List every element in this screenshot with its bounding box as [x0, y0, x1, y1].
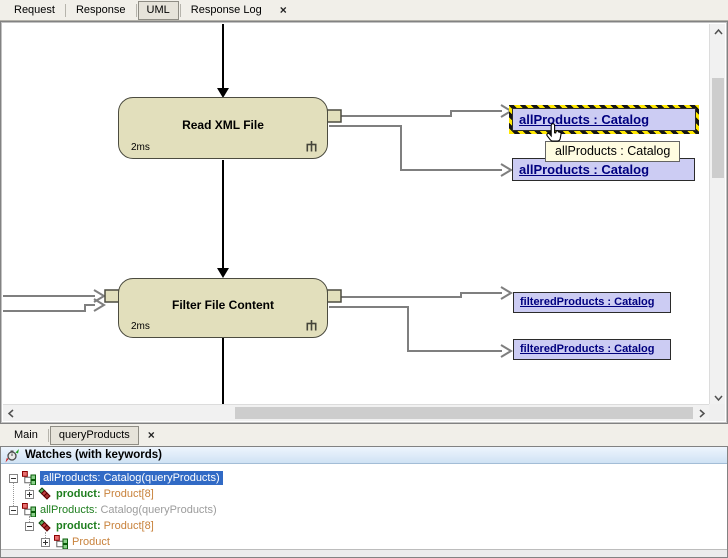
- node-title: Filter File Content: [172, 298, 274, 312]
- node-duration: 2ms: [131, 321, 150, 332]
- hscroll-thumb[interactable]: [235, 407, 693, 419]
- expander-plus-icon[interactable]: [41, 538, 50, 547]
- watches-scrollbar[interactable]: [1, 549, 727, 557]
- tab-main[interactable]: Main: [5, 426, 47, 445]
- selected-watch-text: allProducts:Catalog(queryProducts): [40, 471, 223, 485]
- output-label-filteredproducts-1[interactable]: filteredProducts : Catalog: [513, 292, 671, 313]
- scroll-right-icon[interactable]: [694, 405, 710, 421]
- diagram-viewport[interactable]: Read XML File 2ms Filter File Content 2m…: [3, 24, 710, 406]
- output-label-allproducts-selected[interactable]: allProducts : Catalog: [512, 108, 696, 131]
- tab-separator: [180, 4, 181, 17]
- vscroll-thumb[interactable]: [712, 78, 724, 178]
- output-label-filteredproducts-2[interactable]: filteredProducts : Catalog: [513, 339, 671, 360]
- watch-row-product-1[interactable]: product:Product[8]: [1, 486, 727, 502]
- tooltip: allProducts : Catalog: [545, 141, 680, 162]
- tab-response[interactable]: Response: [67, 1, 135, 20]
- node-read-xml-file[interactable]: Read XML File 2ms: [118, 97, 328, 159]
- expander-plus-icon[interactable]: [25, 490, 34, 499]
- watch-row-allproducts-2[interactable]: allProducts:Catalog(queryProducts): [1, 502, 727, 518]
- tab-separator: [48, 429, 49, 442]
- catalog-icon: [22, 471, 36, 485]
- node-filter-file-content[interactable]: Filter File Content 2ms: [118, 278, 328, 338]
- watches-title: Watches (with keywords): [25, 449, 162, 461]
- port: [327, 110, 341, 122]
- tab-request[interactable]: Request: [5, 1, 64, 20]
- watch-row-product-type[interactable]: Product: [1, 534, 727, 550]
- catalog-icon: [54, 535, 68, 549]
- watches-icon: [5, 448, 20, 463]
- tab-response-log[interactable]: Response Log: [182, 1, 271, 20]
- close-tab-icon[interactable]: ×: [280, 4, 287, 16]
- bottom-tab-bar: Main queryProducts ×: [0, 424, 728, 446]
- expander-minus-icon[interactable]: [9, 474, 18, 483]
- selection-marquee: allProducts : Catalog: [509, 105, 699, 134]
- watch-row-allproducts-1[interactable]: allProducts:Catalog(queryProducts): [1, 470, 727, 486]
- node-duration: 2ms: [131, 142, 150, 153]
- tab-separator: [65, 4, 66, 17]
- catalog-icon: [22, 503, 36, 517]
- scrollbar-corner: [709, 404, 725, 421]
- tab-separator: [136, 4, 137, 17]
- scroll-left-icon[interactable]: [3, 405, 19, 421]
- watches-tree: allProducts:Catalog(queryProducts) produ…: [1, 464, 727, 550]
- top-tab-bar: Request Response UML Response Log ×: [0, 0, 728, 21]
- node-title: Read XML File: [182, 118, 264, 132]
- uml-canvas: Read XML File 2ms Filter File Content 2m…: [0, 21, 728, 424]
- hand-cursor-icon: [543, 123, 565, 148]
- scroll-up-icon[interactable]: [710, 24, 726, 40]
- tab-uml[interactable]: UML: [138, 1, 179, 20]
- product-stack-icon: [38, 519, 52, 533]
- tab-queryproducts[interactable]: queryProducts: [50, 426, 139, 445]
- timing-comb-icon: [305, 319, 318, 332]
- close-tab-icon[interactable]: ×: [148, 429, 155, 441]
- expander-minus-icon[interactable]: [9, 506, 18, 515]
- port: [327, 290, 341, 302]
- control-flow-arrows: [217, 24, 229, 406]
- horizontal-scrollbar[interactable]: [3, 404, 710, 421]
- expander-minus-icon[interactable]: [25, 522, 34, 531]
- watch-row-product-2[interactable]: product:Product[8]: [1, 518, 727, 534]
- port: [105, 290, 119, 302]
- watches-panel: Watches (with keywords) allProducts:Cata…: [0, 446, 728, 558]
- watches-header: Watches (with keywords): [1, 447, 727, 464]
- product-stack-icon: [38, 487, 52, 501]
- timing-comb-icon: [305, 140, 318, 153]
- vertical-scrollbar[interactable]: [709, 24, 725, 406]
